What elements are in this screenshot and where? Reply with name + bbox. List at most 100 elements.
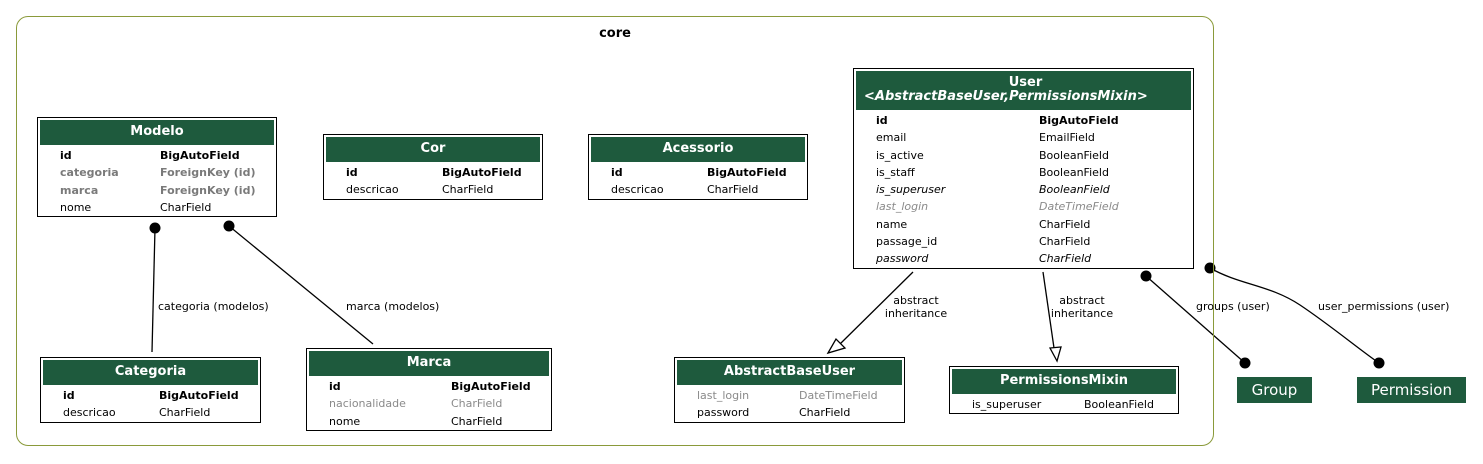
field-name: name [876, 217, 908, 231]
field-type: BigAutoField [1039, 114, 1119, 127]
model-title-block: User <AbstractBaseUser,PermissionsMixin> [856, 71, 1191, 110]
field-type: CharField [1039, 252, 1092, 266]
edge-label-line: abstract [1059, 294, 1105, 307]
edge-label-groups: groups (user) [1196, 300, 1270, 313]
field-type: EmailField [1039, 131, 1095, 145]
field-name: id [60, 149, 72, 162]
model-user[interactable]: User <AbstractBaseUser,PermissionsMixin>… [853, 68, 1194, 269]
field-name: nome [329, 414, 361, 428]
cluster-core: core [16, 16, 1214, 446]
edge-user-permissionsmixin [1042, 271, 1055, 349]
field-type: BigAutoField [442, 166, 522, 179]
field-name: passage_id [876, 235, 938, 249]
field-type: CharField [442, 183, 494, 197]
field-type: BooleanField [1039, 165, 1109, 179]
field-name: is_active [876, 148, 924, 162]
edge-categoria-modelo [151, 227, 156, 353]
field-row: password CharField [675, 404, 904, 421]
field-type: BooleanField [1084, 398, 1154, 411]
edge-dot [1204, 262, 1216, 274]
field-type: BigAutoField [160, 149, 240, 162]
edge-label-user-permissions: user_permissions (user) [1318, 300, 1450, 313]
field-type: DateTimeField [1039, 200, 1119, 214]
model-permissionsmixin[interactable]: PermissionsMixin is_superuser BooleanFiel… [949, 366, 1179, 415]
field-type: BigAutoField [159, 389, 239, 402]
field-row: id BigAutoField [38, 147, 276, 164]
field-row: passage_id CharField [854, 233, 1193, 250]
field-name: nome [60, 200, 92, 214]
model-title: PermissionsMixin [952, 369, 1176, 394]
model-title: Modelo [40, 120, 274, 145]
edge-label-line: inheritance [884, 306, 948, 320]
edge-user-abstractbaseuser [839, 271, 914, 345]
edge-label-marca: marca (modelos) [346, 300, 440, 313]
node-permission[interactable]: Permission [1357, 377, 1466, 403]
field-name: id [876, 114, 888, 127]
inheritance-arrow [1048, 346, 1062, 363]
field-type: BooleanField [1039, 148, 1109, 162]
field-name: last_login [876, 200, 929, 214]
field-type: CharField [799, 406, 851, 420]
edge-dot [1140, 270, 1152, 282]
field-type: ForeignKey (id) [160, 183, 256, 197]
field-type: BigAutoField [451, 380, 531, 393]
edge-marca-modelo [228, 225, 374, 345]
edge-dot [149, 222, 161, 234]
edge-label-categoria: categoria (modelos) [158, 300, 269, 313]
field-row: is_active BooleanField [854, 147, 1193, 164]
field-type: CharField [159, 406, 211, 420]
model-title: AbstractBaseUser [677, 360, 902, 385]
field-row: nome CharField [38, 199, 276, 216]
edge-label-line: inheritance [1050, 306, 1114, 320]
node-group[interactable]: Group [1237, 377, 1312, 403]
field-type: CharField [1039, 235, 1091, 249]
field-row: last_login DateTimeField [854, 198, 1193, 215]
model-title: Marca [309, 351, 549, 376]
field-name: last_login [697, 389, 750, 402]
edge-dot [223, 220, 235, 232]
edge-label-line: abstract [893, 294, 939, 307]
model-title: User [1008, 75, 1043, 90]
field-name: email [876, 131, 907, 145]
field-type: ForeignKey (id) [160, 166, 256, 180]
edge-groups-user [1145, 275, 1246, 364]
edge-dot [1373, 357, 1385, 369]
field-name: is_superuser [876, 183, 946, 197]
field-list: is_superuser BooleanField [950, 396, 1178, 413]
field-name: id [63, 389, 75, 402]
field-row: email EmailField [854, 129, 1193, 146]
field-name: nacionalidade [329, 397, 406, 411]
model-title: Cor [326, 137, 540, 162]
edge-label-abstract-2: abstract inheritance [1043, 294, 1121, 320]
field-row: is_superuser BooleanField [950, 396, 1178, 413]
field-row: id BigAutoField [41, 387, 260, 404]
field-name: is_superuser [972, 398, 1042, 411]
model-subtitle: <AbstractBaseUser,PermissionsMixin> [864, 89, 1148, 104]
field-type: CharField [160, 200, 212, 214]
field-name: password [697, 406, 750, 420]
field-name: descricao [63, 406, 116, 420]
